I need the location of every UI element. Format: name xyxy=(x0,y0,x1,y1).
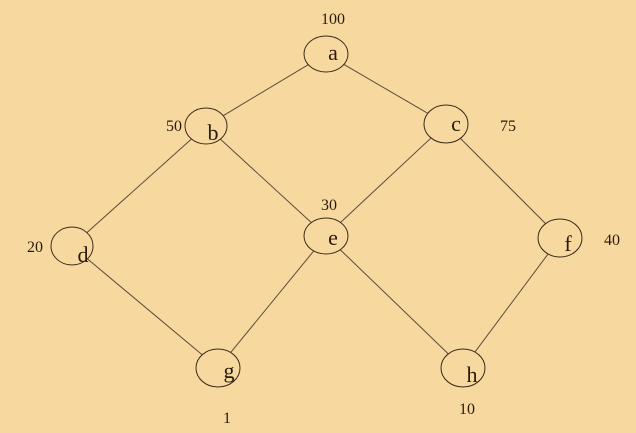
node-c: c 75 xyxy=(423,104,516,144)
node-b-value: 50 xyxy=(166,118,182,135)
node-g: g1 xyxy=(195,348,241,427)
node-e-value: 30 xyxy=(321,197,337,214)
node-d-ellipse xyxy=(50,226,94,266)
edge-a-c xyxy=(343,64,429,114)
node-g-value: 1 xyxy=(223,410,231,427)
edge-a-b xyxy=(222,64,309,117)
node-g-ellipse xyxy=(195,348,241,388)
node-f-value: 40 xyxy=(604,232,620,249)
node-e-label: e xyxy=(328,225,338,250)
edge-e-h xyxy=(339,249,449,355)
node-e-ellipse xyxy=(303,217,349,255)
node-f-ellipse xyxy=(537,218,583,258)
edge-d-g xyxy=(87,258,203,356)
edge-f-h xyxy=(474,253,549,353)
node-b: b 50 xyxy=(166,107,228,145)
edge-b-e xyxy=(220,138,312,223)
node-h-value: 10 xyxy=(459,401,475,418)
node-c-value: 75 xyxy=(500,118,516,135)
node-d-value: 20 xyxy=(27,239,43,256)
node-h: h 10 xyxy=(440,348,486,418)
edge-b-d xyxy=(86,138,192,234)
edge-c-e xyxy=(340,137,432,223)
node-h-label: h xyxy=(467,362,478,387)
node-b-ellipse xyxy=(184,107,228,145)
edge-e-g xyxy=(230,250,315,353)
node-e: e 30 xyxy=(303,197,349,255)
node-a-label: a xyxy=(328,40,338,65)
edges-layer xyxy=(86,64,549,356)
node-c-label: c xyxy=(451,111,461,136)
edge-c-f xyxy=(460,138,546,224)
node-a-ellipse xyxy=(303,35,349,73)
node-d-label: d xyxy=(78,242,89,267)
node-a: a 100 xyxy=(303,11,349,73)
node-b-label: b xyxy=(208,120,219,145)
node-f: f 40 xyxy=(537,218,620,258)
node-c-ellipse xyxy=(423,104,469,144)
node-f-label: f xyxy=(564,231,572,256)
node-d: d 20 xyxy=(27,226,94,267)
node-g-label: g xyxy=(224,358,235,383)
node-a-value: 100 xyxy=(321,11,345,28)
node-h-ellipse xyxy=(440,348,486,388)
